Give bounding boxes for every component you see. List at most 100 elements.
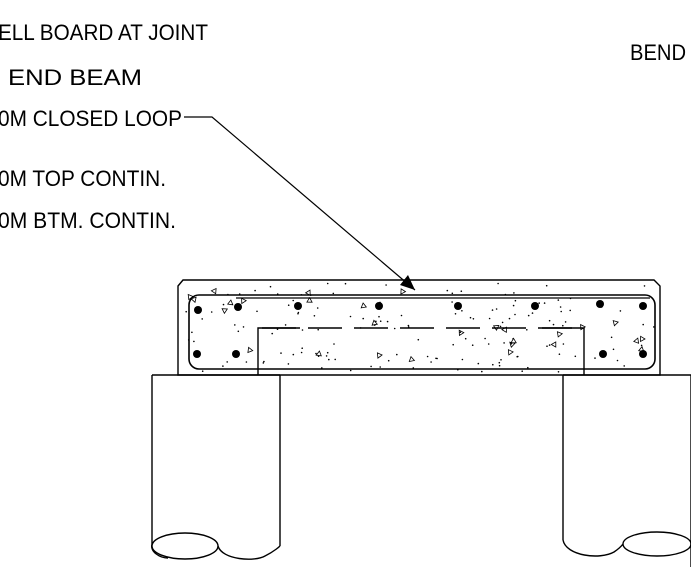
stipple-dot [301, 329, 304, 331]
stipple-dot [477, 362, 480, 365]
stipple-dot [498, 364, 501, 367]
stipple-dot [292, 299, 295, 302]
beam [177, 279, 661, 376]
stipple-dot [276, 293, 279, 295]
stipple-dot [297, 312, 299, 315]
pile-right [562, 374, 691, 567]
stipple-dot [292, 353, 295, 356]
stipple-dot [559, 306, 562, 308]
stipple-dot [185, 310, 187, 313]
stipple-dot [610, 336, 613, 339]
stipple-dot [451, 292, 454, 295]
stipple-triangle [190, 296, 197, 304]
stipple-dot [484, 337, 486, 340]
stipple-dot [452, 343, 455, 346]
stipple-dot [400, 314, 403, 317]
stipple-dot [527, 366, 529, 369]
rebar-dot [599, 350, 607, 358]
stipple-dot [316, 307, 319, 309]
stipple-dot [269, 285, 272, 288]
notes-group: ELL BOARD AT JOINT END BEAM 0M CLOSED LO… [0, 20, 686, 233]
stipple-dot [226, 361, 228, 363]
stipple-dot [569, 309, 571, 312]
stipple-dot [461, 310, 463, 312]
stipple-dot [552, 323, 555, 326]
stipple-triangle [247, 346, 254, 354]
stipple-dot [562, 343, 565, 345]
rebar-dot [375, 302, 383, 310]
stipple-dot [325, 355, 328, 357]
stipple-dot [349, 315, 352, 318]
pile-left-sides [151, 375, 281, 546]
stipple-dot [499, 325, 502, 328]
stipple-dot [574, 355, 577, 358]
stipple-dot [284, 324, 287, 326]
stipple-dot [222, 365, 224, 367]
rebar-dot [294, 302, 302, 310]
rebar-dot [234, 303, 242, 311]
pile-right-break-b [562, 539, 624, 557]
stipple-triangle [550, 341, 557, 348]
stipple-dot [472, 318, 475, 320]
stipple-dot [263, 360, 265, 363]
stipple-dot [460, 290, 463, 293]
stipple-dot [503, 342, 505, 344]
stipple-dot [333, 343, 335, 345]
stipple-dot [454, 313, 457, 315]
stipple-dot [564, 321, 567, 323]
stipple-dot [548, 344, 551, 346]
stipple-dot [487, 343, 490, 345]
stipple-dot [600, 306, 603, 308]
pile-right-sides [562, 375, 691, 567]
stipple-triangle [633, 337, 640, 344]
stipple-triangle [226, 299, 234, 306]
stipple-triangle [221, 308, 229, 315]
rebar-dot [193, 350, 201, 358]
stipple-dot [191, 331, 193, 334]
stipple-dot [321, 367, 323, 369]
stipple-dot [508, 317, 511, 320]
stipple-triangle [408, 355, 416, 363]
stipple-dot [234, 324, 236, 326]
stipple-dot [430, 361, 432, 363]
stipple-triangle [304, 289, 311, 296]
stipple-dot [464, 337, 467, 340]
stipple-dot [619, 310, 622, 312]
pile-left-break-c [151, 543, 169, 559]
stipple-dot [276, 328, 279, 331]
stipple-dot [396, 353, 398, 356]
stipple-dot [300, 351, 303, 354]
stipple-dot [379, 366, 382, 368]
stipple-dot [642, 323, 644, 326]
stipple-dot [446, 289, 449, 292]
stipple-dot [546, 345, 548, 348]
stipple-dot [643, 285, 646, 287]
stipple-triangle [458, 329, 465, 337]
concrete-hatch [185, 282, 655, 373]
rebar-dot [232, 350, 240, 358]
rebar-dot [639, 302, 647, 310]
stipple-dot [378, 315, 380, 318]
stipple-dot [491, 309, 494, 311]
stipple-dot [386, 320, 389, 323]
stipple-dot [459, 331, 462, 334]
note-bend: BEND [630, 40, 686, 65]
rebar-dot [454, 302, 462, 310]
stipple-dot [504, 293, 507, 296]
stipple-dot [510, 343, 513, 345]
closed-loop-stirrup [188, 294, 656, 370]
note-closed-loop: 0M CLOSED LOOP [0, 106, 182, 131]
stipple-dot [451, 301, 453, 303]
stipple-dot [560, 310, 562, 313]
stipple-dot [527, 314, 530, 317]
stipple-dot [301, 347, 304, 350]
stipple-dot [317, 328, 320, 331]
stipple-dot [538, 302, 540, 304]
stipple-dot [245, 361, 248, 363]
stipple-triangle [556, 331, 564, 338]
stipple-dot [469, 316, 472, 319]
leader-line [184, 116, 416, 291]
stipple-dot [612, 348, 615, 351]
stipple-dot [326, 282, 329, 285]
